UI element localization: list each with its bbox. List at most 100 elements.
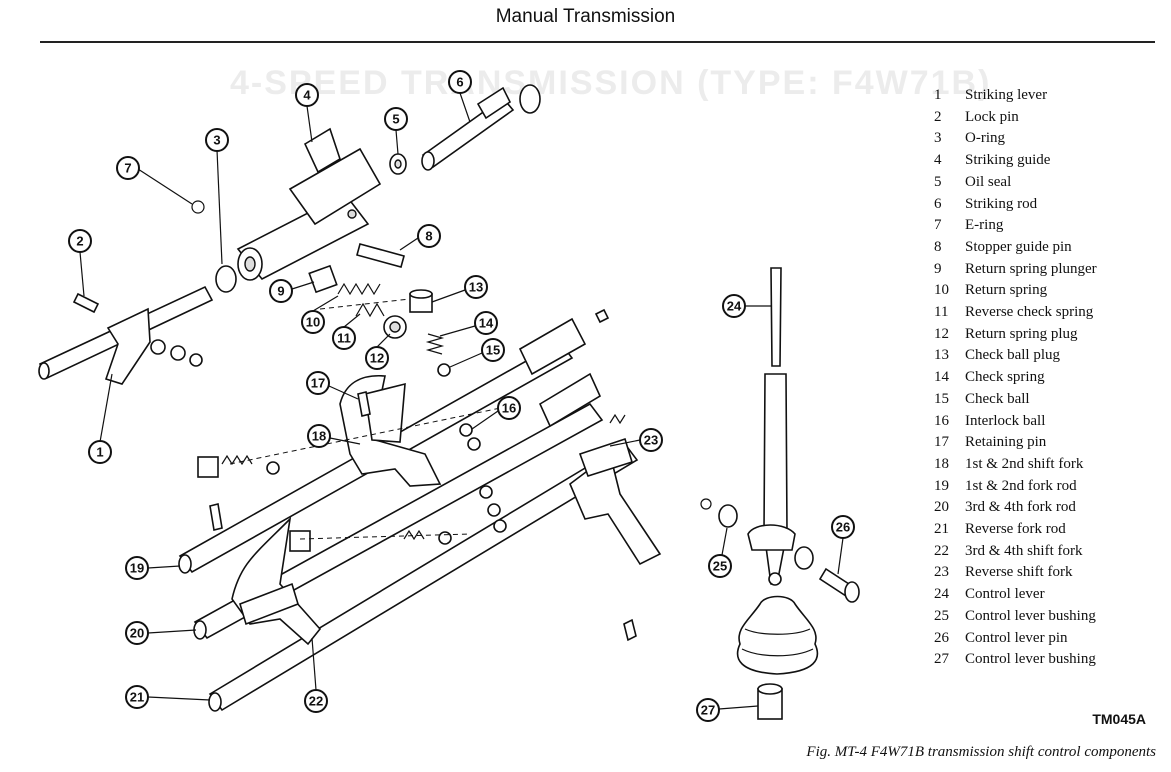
page-title: Manual Transmission — [495, 6, 676, 27]
legend-number: 7 — [934, 217, 942, 234]
legend-number: 4 — [934, 152, 942, 169]
callout-23: 23 — [609, 428, 663, 452]
lock-pin-part — [72, 292, 100, 314]
shift-fork-3-4-part — [231, 516, 322, 646]
callout-14: 14 — [439, 311, 498, 337]
legend-item: 20 3rd & 4th fork rod — [934, 497, 1164, 519]
svg-text:23: 23 — [644, 433, 658, 448]
legend-number: 18 — [934, 455, 949, 472]
legend-label: Return spring plunger — [965, 260, 1097, 277]
legend-item: 18 1st & 2nd shift fork — [934, 454, 1164, 476]
legend-item: 13 Check ball plug — [934, 345, 1164, 367]
legend-label: Control lever bushing — [965, 651, 1096, 668]
svg-text:17: 17 — [311, 376, 325, 391]
legend-number: 20 — [934, 499, 949, 516]
lower-bushing-part — [757, 683, 783, 720]
stopper-guide-pin-part — [356, 243, 405, 268]
legend-number: 25 — [934, 607, 949, 624]
bleed-through-title: 4-SPEED TRANSMISSION (TYPE: F4W71B) — [230, 64, 992, 102]
svg-text:2: 2 — [76, 234, 83, 249]
exploded-view-svg: 1 2 3 4 5 6 7 8 9 10 11 12 — [38, 70, 860, 722]
svg-text:27: 27 — [701, 703, 715, 718]
legend-number: 27 — [934, 651, 949, 668]
header-divider — [40, 41, 1155, 43]
svg-text:13: 13 — [469, 280, 483, 295]
legend-label: Check ball plug — [965, 347, 1060, 364]
legend-number: 8 — [934, 238, 942, 255]
callout-5: 5 — [384, 107, 408, 155]
check-ball-part — [437, 363, 451, 377]
legend-number: 10 — [934, 282, 949, 299]
callout-19: 19 — [125, 556, 181, 580]
callout-6: 6 — [448, 70, 472, 123]
legend-label: Oil seal — [965, 173, 1012, 190]
callout-24: 24 — [722, 294, 771, 318]
svg-text:9: 9 — [277, 284, 284, 299]
svg-text:4: 4 — [303, 88, 311, 103]
legend-number: 6 — [934, 195, 942, 212]
legend-label: 1st & 2nd shift fork — [965, 455, 1084, 472]
page-header: Manual Transmission — [0, 0, 1171, 34]
legend-number: 23 — [934, 564, 949, 581]
callout-13: 13 — [431, 275, 488, 303]
callout-22: 22 — [304, 637, 328, 713]
legend-number: 13 — [934, 347, 949, 364]
svg-text:14: 14 — [479, 316, 494, 331]
o-ring-part — [215, 265, 237, 293]
interlock-balls — [266, 423, 507, 545]
fork-rods-assembly — [178, 317, 639, 712]
legend-label: Check spring — [965, 369, 1045, 386]
legend-label: Control lever pin — [965, 629, 1068, 646]
svg-text:24: 24 — [727, 299, 742, 314]
callout-11: 11 — [332, 313, 361, 350]
legend-label: Reverse fork rod — [965, 521, 1066, 538]
legend-label: Striking guide — [965, 152, 1051, 169]
svg-text:6: 6 — [456, 75, 463, 90]
legend-number: 22 — [934, 542, 949, 559]
legend-label: Reverse shift fork — [965, 564, 1073, 581]
callout-7: 7 — [116, 156, 193, 205]
svg-text:16: 16 — [502, 401, 516, 416]
oil-seal-part — [389, 153, 407, 175]
legend-label: O-ring — [965, 130, 1005, 147]
svg-text:10: 10 — [306, 315, 320, 330]
striking-lever-part — [38, 285, 214, 385]
svg-text:5: 5 — [392, 112, 399, 127]
legend-label: Lock pin — [965, 108, 1019, 125]
legend-label: E-ring — [965, 217, 1004, 234]
legend-number: 11 — [934, 304, 949, 321]
striking-guide-part — [236, 127, 382, 281]
callout-16: 16 — [471, 396, 521, 430]
callout-12: 12 — [365, 333, 391, 370]
legend-label: Retaining pin — [965, 434, 1047, 451]
callout-10: 10 — [301, 295, 339, 334]
legend-number: 26 — [934, 629, 949, 646]
check-spring-part — [425, 333, 445, 355]
reverse-shift-fork-part — [569, 437, 662, 566]
legend-number: 16 — [934, 412, 949, 429]
legend-number: 21 — [934, 521, 949, 538]
svg-text:22: 22 — [309, 694, 323, 709]
e-ring-part — [191, 200, 205, 214]
legend-item: 21 Reverse fork rod — [934, 519, 1164, 541]
callout-26: 26 — [831, 515, 855, 575]
control-lever-part — [747, 267, 796, 586]
svg-text:25: 25 — [713, 559, 727, 574]
callout-18: 18 — [307, 424, 361, 448]
svg-text:12: 12 — [370, 351, 384, 366]
legend-item: 26 Control lever pin — [934, 628, 1164, 650]
figure-caption: Fig. MT-4 F4W71B transmission shift cont… — [806, 744, 1156, 760]
callout-1: 1 — [88, 373, 113, 464]
legend-label: 1st & 2nd fork rod — [965, 477, 1077, 494]
legend-label: 3rd & 4th fork rod — [965, 499, 1076, 516]
